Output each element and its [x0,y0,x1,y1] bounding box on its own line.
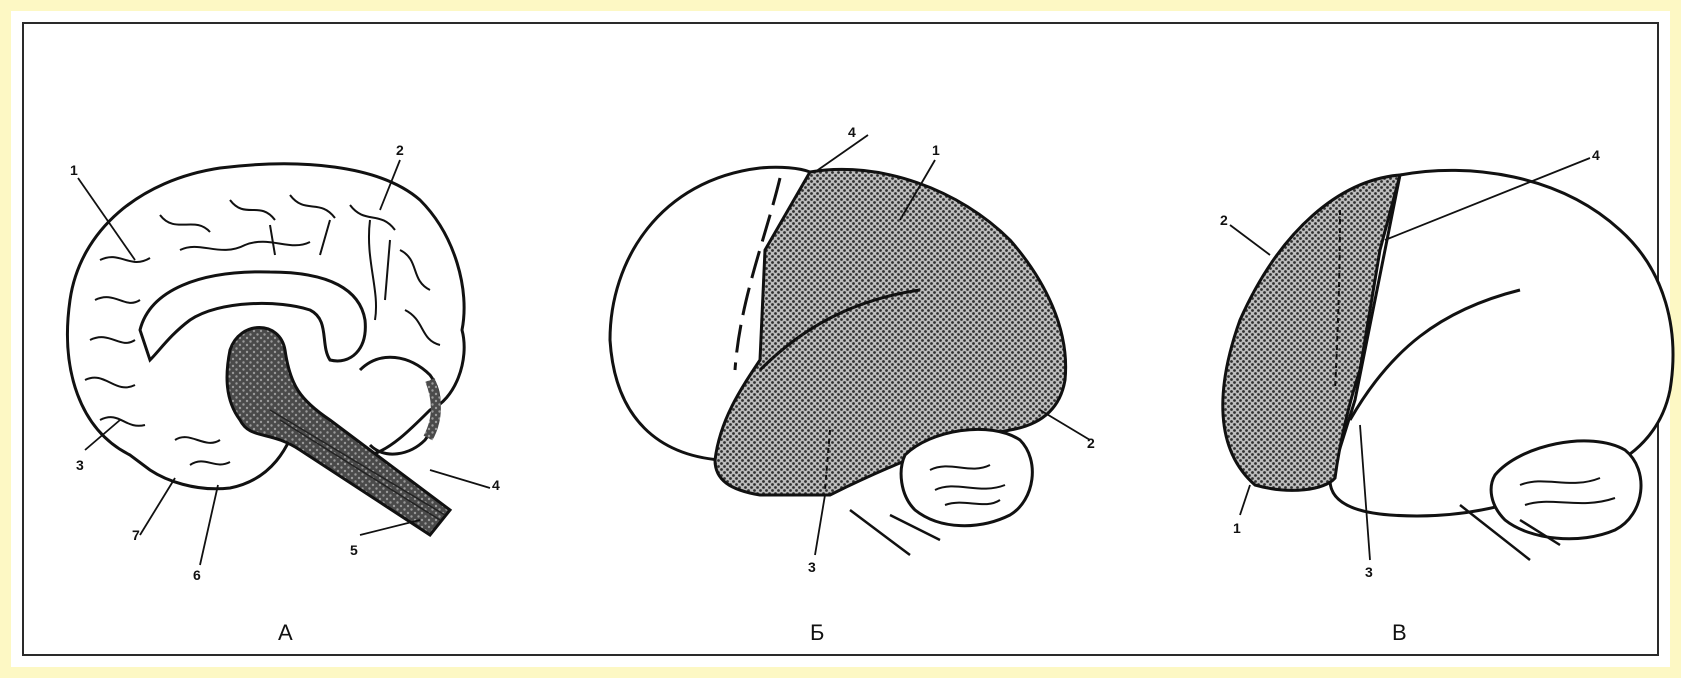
panel-a-callout-4: 4 [492,477,500,493]
panel-b-callout-3: 3 [808,559,816,575]
panel-b-callout-2: 2 [1087,435,1095,451]
panel-b-brain-lateral [610,167,1066,555]
panel-v-label: В [1392,620,1407,645]
panel-a-brainstem [227,328,450,536]
panel-a-callout-5: 5 [350,542,358,558]
panel-v-callout-2: 2 [1220,212,1228,228]
panel-b-callout-1: 1 [932,142,940,158]
panel-a-callout-1: 1 [70,162,78,178]
panel-a-label: А [278,620,293,645]
panel-b-label: Б [810,620,824,645]
panel-b-callout-4: 4 [848,124,856,140]
panel-v-callout-3: 3 [1365,564,1373,580]
panel-v-brain-lateral [1223,170,1673,560]
panel-v-callout-4: 4 [1592,147,1600,163]
panel-a-callout-2: 2 [396,142,404,158]
panel-b-cerebellum [901,429,1032,525]
panel-a-brain-medial [68,164,465,489]
panel-a-callout-6: 6 [193,567,201,583]
panel-v-callout-1: 1 [1233,520,1241,536]
panel-a-callout-7: 7 [132,527,140,543]
panel-a-callout-3: 3 [76,457,84,473]
